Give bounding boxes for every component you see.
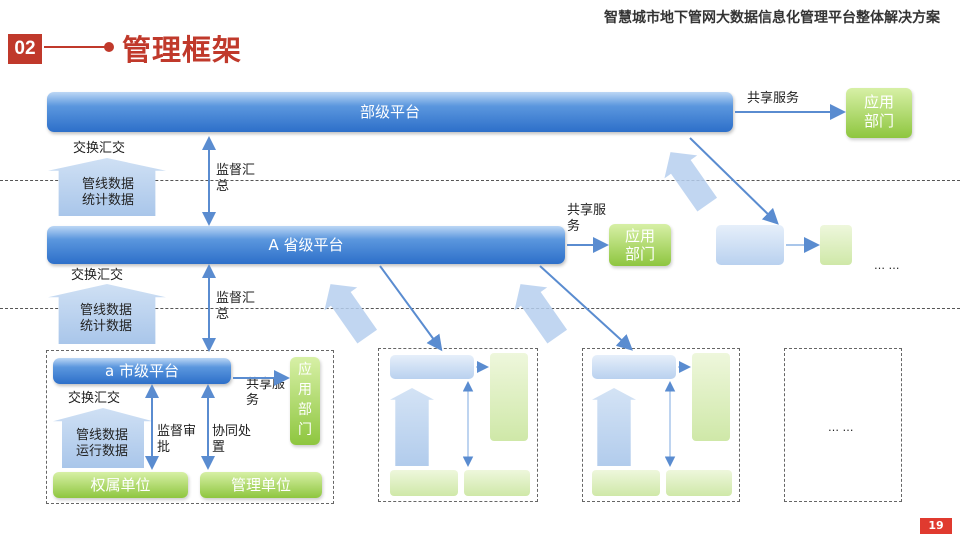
city-platform-2 [390, 355, 474, 379]
app-dept-box-top: 应用 部门 [846, 88, 912, 138]
supervise-approve-label: 监督审 批 [157, 424, 196, 456]
owner-unit-box: 权属单位 [53, 472, 188, 498]
city-platform-3 [592, 355, 676, 379]
section-number: 02 [8, 34, 42, 64]
shared-service-label-top: 共享服务 [747, 91, 800, 106]
pipe-stats-label-1: 管线数据 统计数据 [78, 177, 138, 209]
coop-line: 协同处 [212, 424, 252, 439]
mgmt-unit-box: 管理单位 [200, 472, 322, 498]
city-group-2 [378, 348, 538, 502]
app-dept-label: 应用 [624, 227, 655, 245]
app-dept-box-mid: 应用 部门 [609, 224, 671, 266]
provincial-platform-bar: A 省级平台 [47, 226, 565, 264]
exchange-label-2: 交换汇交 [71, 268, 124, 283]
city-group-placeholder [784, 348, 902, 502]
owner-unit-3 [592, 470, 660, 496]
supervise-approve-line: 监督审 [157, 424, 197, 439]
city-app-dept-3 [692, 353, 730, 441]
upload-arrow-city-3 [592, 388, 636, 466]
shared-service-line: 务 [246, 393, 260, 408]
ellipsis-city: … … [828, 421, 854, 434]
page-number: 19 [920, 518, 952, 534]
owner-unit-2 [390, 470, 458, 496]
pipe-run-line: 运行数据 [75, 444, 128, 459]
supervise-line: 总 [216, 307, 230, 322]
province-to-city3-link [539, 265, 633, 351]
supervise-line: 监督汇 [216, 291, 256, 306]
province-to-city2-link [379, 265, 443, 352]
coop-line: 置 [212, 440, 226, 455]
ministry-platform-bar: 部级平台 [47, 92, 733, 132]
app-dept-char: 部 [298, 402, 312, 418]
city-platform-bar: a 市级平台 [53, 358, 231, 384]
app-dept-char: 应 [298, 362, 312, 378]
ministry-to-province-link [689, 137, 779, 225]
pipe-stats-line: 管线数据 [81, 177, 134, 192]
section-title: 管理框架 [122, 33, 243, 67]
section-dot [104, 42, 114, 52]
supervise-approve-line: 批 [157, 440, 171, 455]
app-dept-char: 门 [298, 422, 312, 438]
city-app-dept-2 [490, 353, 528, 441]
upload-arrow-city-2 [390, 388, 434, 466]
ellipsis-right: … … [874, 259, 900, 272]
document-title: 智慧城市地下管网大数据信息化管理平台整体解决方案 [604, 10, 940, 26]
app-dept-char: 用 [298, 382, 312, 398]
upload-arrow-2 [48, 284, 166, 344]
tilted-upload-arrow-3 [514, 284, 568, 344]
app-dept-label: 部门 [863, 112, 894, 130]
exchange-label-1: 交换汇交 [73, 141, 126, 156]
city-level-group [46, 350, 334, 504]
pipe-run-label: 管线数据 运行数据 [72, 428, 132, 460]
app-dept-box-city: 应 用 部 门 [290, 357, 320, 445]
supervise-line: 监督汇 [216, 163, 256, 178]
pipe-stats-label-2: 管线数据 统计数据 [76, 303, 136, 335]
app-dept-label: 应用 [863, 93, 894, 111]
level-separator-2 [0, 308, 960, 309]
mgmt-unit-2 [464, 470, 530, 496]
pipe-stats-line: 统计数据 [79, 319, 132, 334]
mgmt-unit-3 [666, 470, 732, 496]
section-connector-line [44, 46, 106, 48]
exchange-label-3: 交换汇交 [68, 391, 121, 406]
upload-arrow-3 [53, 408, 153, 468]
pipe-stats-line: 统计数据 [81, 193, 134, 208]
tilted-upload-arrow-1 [664, 152, 718, 212]
other-province-app-dept [820, 225, 852, 265]
tilted-upload-arrow-2 [324, 284, 378, 344]
upload-arrow-1 [48, 158, 166, 216]
supervise-line: 总 [216, 179, 230, 194]
pipe-stats-line: 管线数据 [79, 303, 132, 318]
shared-service-label-mid: 共享服 务 [567, 203, 606, 235]
pipe-run-line: 管线数据 [75, 428, 128, 443]
shared-service-line: 共享服 [567, 203, 607, 218]
coop-label: 协同处 置 [212, 424, 251, 456]
city-group-3 [582, 348, 740, 502]
supervise-label-2: 监督汇 总 [216, 291, 255, 323]
level-separator-1 [0, 180, 960, 181]
shared-service-line: 务 [567, 219, 581, 234]
app-dept-label: 部门 [624, 245, 655, 263]
supervise-label-1: 监督汇 总 [216, 163, 255, 195]
other-province-platform [716, 225, 784, 265]
